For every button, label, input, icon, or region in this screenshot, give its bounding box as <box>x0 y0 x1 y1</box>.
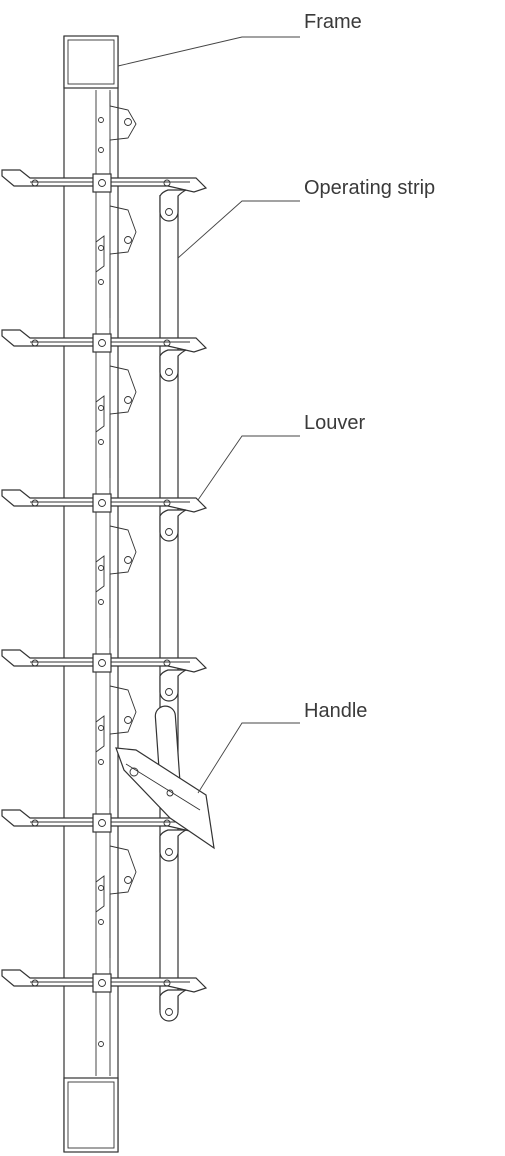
pivot-strip-hole <box>98 147 104 153</box>
pivot-strip-hole <box>98 405 104 411</box>
connector-link <box>109 205 137 318</box>
louver-pivot <box>31 659 39 667</box>
label-handle: Handle <box>304 700 368 722</box>
connector-link <box>109 845 137 958</box>
pivot-strip-notch <box>95 235 105 273</box>
operating-strip-knuckle <box>159 509 187 542</box>
connector-link <box>109 525 137 638</box>
louver-clip-pivot <box>98 179 106 187</box>
leader-operating-strip <box>177 200 300 259</box>
connector-pivot <box>124 556 132 564</box>
louver-clip <box>92 333 112 353</box>
louver-pivot <box>163 179 171 187</box>
connector-link <box>109 365 137 478</box>
connector-pivot <box>124 396 132 404</box>
operating-strip-pivot <box>165 848 173 856</box>
pivot-strip-notch <box>95 715 105 753</box>
louver-clip <box>92 653 112 673</box>
operating-strip-pivot <box>165 208 173 216</box>
louver-clip-pivot <box>98 339 106 347</box>
pivot-strip-notch <box>95 395 105 433</box>
pivot-strip-notch <box>95 555 105 593</box>
louver-pivot <box>163 499 171 507</box>
operating-strip-knuckle <box>159 189 187 222</box>
pivot-strip-hole <box>98 279 104 285</box>
louver-pivot <box>163 819 171 827</box>
pivot-strip-hole <box>98 117 104 123</box>
louver-group <box>1 92 208 1047</box>
operating-strip-knuckle <box>159 989 187 1022</box>
leader-lines <box>117 36 300 794</box>
label-operating-strip: Operating strip <box>304 177 436 199</box>
louver-pivot <box>163 659 171 667</box>
label-frame: Frame <box>304 11 362 33</box>
louver-clip <box>92 493 112 513</box>
louver-clip <box>92 173 112 193</box>
leader-frame <box>117 36 300 67</box>
louver-clip-pivot <box>98 499 106 507</box>
pivot-strip-hole <box>98 439 104 445</box>
connector-link <box>109 685 137 798</box>
pivot-strip-hole <box>98 885 104 891</box>
louver-pivot <box>163 339 171 347</box>
pivot-strip-hole <box>98 245 104 251</box>
frame <box>63 35 119 1153</box>
operating-strip-pivot <box>165 368 173 376</box>
louver-clip <box>92 973 112 993</box>
operating-strip <box>159 195 179 1010</box>
connector-pivot <box>124 236 132 244</box>
pivot-strip <box>95 90 111 1076</box>
louver-clip <box>92 813 112 833</box>
pivot-strip-hole <box>98 565 104 571</box>
louver-pivot <box>31 179 39 187</box>
connector-pivot <box>124 716 132 724</box>
leader-louver <box>197 435 300 501</box>
operating-strip-knuckle <box>159 349 187 382</box>
louver-pivot <box>31 819 39 827</box>
louver-clip-pivot <box>98 659 106 667</box>
louver-pivot <box>31 339 39 347</box>
operating-strip-pivot <box>165 1008 173 1016</box>
leader-handle <box>197 722 300 794</box>
handle <box>115 705 215 850</box>
pivot-strip-hole <box>98 599 104 605</box>
operating-strip-knuckle <box>159 669 187 702</box>
pivot-strip-hole <box>98 725 104 731</box>
connector-pivot <box>124 876 132 884</box>
louver-clip-pivot <box>98 979 106 987</box>
connector-pivot <box>124 118 132 126</box>
louver-pivot <box>31 499 39 507</box>
operating-strip-pivot <box>165 528 173 536</box>
louver-pivot <box>31 979 39 987</box>
operating-strip-knuckle <box>159 829 187 862</box>
pivot-strip-hole <box>98 759 104 765</box>
frame-top-block <box>63 35 119 89</box>
pivot-strip-notch <box>95 875 105 913</box>
louver-clip-pivot <box>98 819 106 827</box>
louver-pivot <box>163 979 171 987</box>
label-louver: Louver <box>304 412 366 434</box>
frame-bottom-block <box>63 1077 119 1153</box>
operating-strip-pivot <box>165 688 173 696</box>
pivot-strip-hole <box>98 1041 104 1047</box>
connector-link <box>109 92 137 160</box>
pivot-strip-hole <box>98 919 104 925</box>
